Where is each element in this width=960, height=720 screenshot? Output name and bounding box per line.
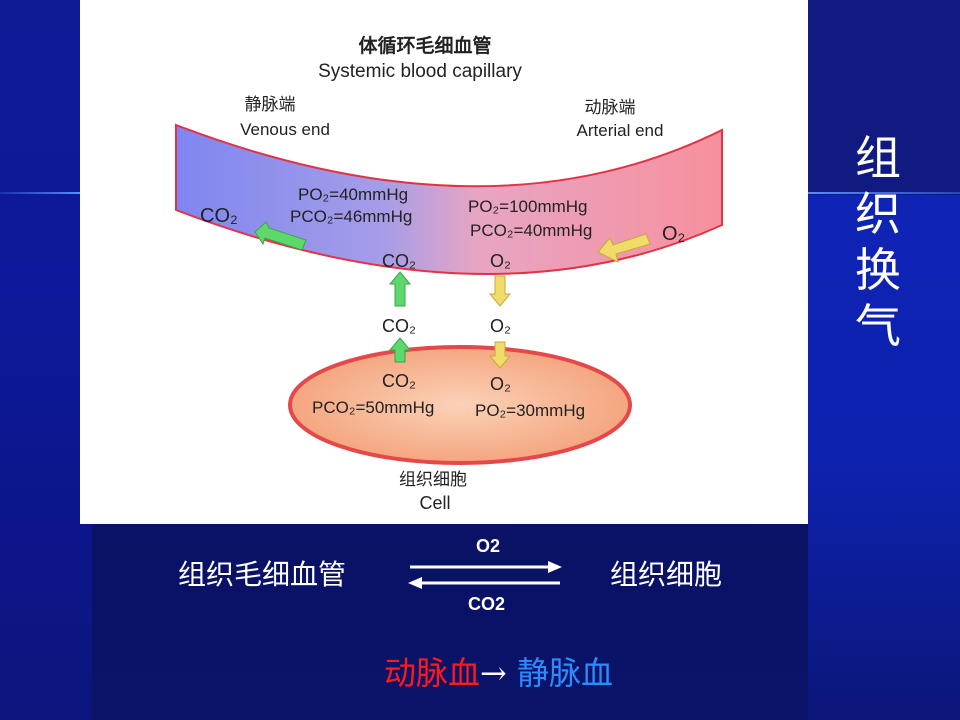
venous-label-cn: 静脉端 — [245, 95, 296, 115]
diagram-panel: 体循环毛细血管 Systemic blood capillary 静脉端 Ven… — [80, 0, 808, 524]
o2-vessel-label: O₂ — [490, 251, 511, 271]
capillary-diagram: 体循环毛细血管 Systemic blood capillary 静脉端 Ven… — [175, 34, 723, 513]
venous-label-en: Venous end — [240, 120, 330, 139]
title-en: Systemic blood capillary — [318, 61, 522, 82]
co2-cell-label: CO₂ — [382, 371, 416, 391]
o2-down-arrow-upper — [488, 275, 512, 307]
tissue-cell — [288, 345, 632, 465]
exchange-arrows — [408, 561, 562, 589]
slide-title-char: 组 — [855, 131, 901, 185]
venous-blood-text: 静脉血 — [517, 654, 614, 692]
co2-up-arrow-upper — [388, 271, 412, 307]
co2-out-arrow — [254, 221, 307, 251]
arterial-label-en: Arterial end — [577, 121, 664, 140]
cell-pco2: PCO₂=50mmHg — [312, 398, 434, 417]
arterial-blood-text: 动脉血 — [384, 654, 481, 692]
co2-out-label: CO₂ — [200, 205, 238, 227]
cell-label-cn: 组织细胞 — [399, 470, 467, 490]
right-band-top — [808, 0, 960, 195]
co2-mid-label: CO₂ — [382, 316, 416, 336]
co2-up-arrow-lower — [388, 337, 412, 363]
co2-vessel-label: CO₂ — [382, 251, 416, 271]
o2-right-arrow-head — [548, 561, 562, 573]
divider-line-right — [808, 192, 960, 194]
slide-title-char: 气 — [855, 299, 901, 353]
arterial-po2: PO₂=100mmHg — [468, 197, 588, 216]
co2-left-arrow-head — [408, 577, 422, 589]
conversion-arrow: → — [480, 654, 507, 692]
venous-po2: PO₂=40mmHg — [298, 185, 408, 204]
left-band — [0, 0, 92, 720]
divider-line-left — [0, 192, 80, 194]
o2-in-label: O₂ — [662, 223, 685, 245]
slide-title: 组 织 换 气 — [848, 130, 908, 354]
capillary-vessel — [175, 123, 723, 275]
exchange-right-label: 组织细胞 — [610, 558, 723, 591]
o2-down-arrow-lower — [488, 341, 512, 369]
slide-title-char: 织 — [855, 187, 901, 241]
title-cn: 体循环毛细血管 — [358, 34, 491, 57]
arterial-label-cn: 动脉端 — [585, 98, 636, 118]
exchange-co2-label: CO2 — [468, 594, 506, 614]
o2-in-arrow — [597, 233, 651, 263]
exchange-left-label: 组织毛细血管 — [178, 558, 347, 591]
cell-po2: PO₂=30mmHg — [475, 401, 585, 420]
o2-cell-label: O₂ — [490, 374, 511, 394]
blood-conversion: 动脉血→ 静脉血 — [384, 648, 613, 694]
slide-title-char: 换 — [855, 243, 901, 297]
cell-label-en: Cell — [419, 493, 450, 513]
exchange-o2-label: O2 — [476, 536, 501, 556]
right-band-bottom — [808, 195, 960, 720]
arterial-pco2: PCO₂=40mmHg — [470, 221, 592, 240]
o2-mid-label: O₂ — [490, 316, 511, 336]
venous-pco2: PCO₂=46mmHg — [290, 207, 412, 226]
